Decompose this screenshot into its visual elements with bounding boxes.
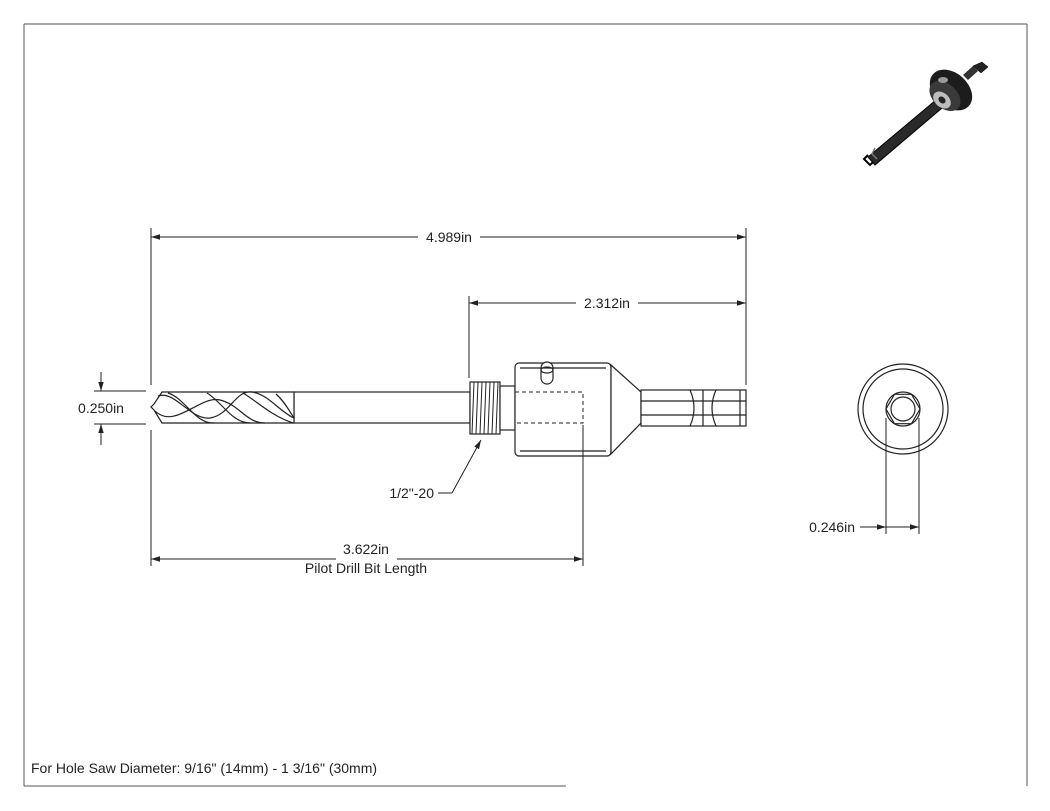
- pilot-length-dimension: 3.622in Pilot Drill Bit Length: [150, 425, 584, 576]
- end-view: [857, 363, 949, 455]
- isometric-thumbnail: [862, 61, 989, 167]
- drawing-frame: [23, 23, 1028, 787]
- side-view: [150, 361, 747, 457]
- thread-lines: [471, 381, 499, 435]
- overall-length-dimension: 4.989in: [150, 228, 747, 385]
- drill-diameter-dimension: 0.250in: [78, 372, 146, 445]
- drill-diameter-label: 0.250in: [78, 400, 124, 416]
- footer-note: For Hole Saw Diameter: 9/16" (14mm) - 1 …: [31, 760, 378, 776]
- pilot-length-caption: Pilot Drill Bit Length: [305, 560, 427, 576]
- pilot-length-label: 3.622in: [343, 541, 389, 557]
- thread-callout: 1/2"-20: [389, 439, 482, 501]
- arbor-length-label: 2.312in: [584, 295, 630, 311]
- overall-length-label: 4.989in: [426, 229, 472, 245]
- arbor-length-dimension: 2.312in: [468, 295, 746, 378]
- hex-size-dimension: 0.246in: [809, 418, 920, 535]
- thread-spec-label: 1/2"-20: [389, 485, 434, 501]
- hex-size-label: 0.246in: [809, 519, 855, 535]
